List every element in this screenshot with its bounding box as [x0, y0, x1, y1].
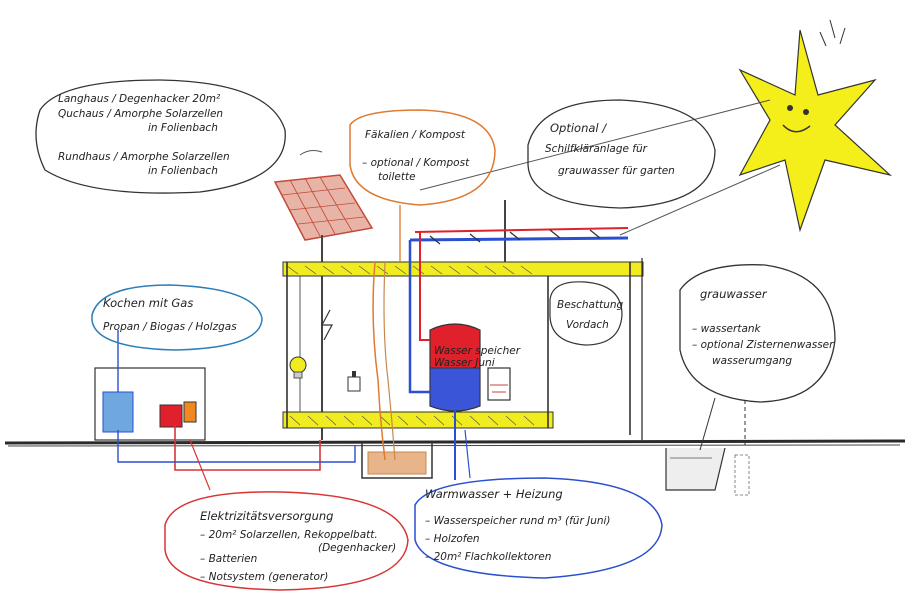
houses-bubble: Langhaus / Degenhacker 20m² Quchaus / Am… — [35, 79, 286, 194]
warmwater-line-1: – Wasserspeicher rund m³ (für Juni) — [425, 515, 611, 527]
leader-line — [189, 439, 211, 491]
houses-line-3: in Folienbach — [148, 122, 218, 134]
optional-bubble: Optional / Schilfkläranlage für grauwass… — [527, 99, 716, 209]
shading-line-1: Beschattung — [557, 299, 624, 311]
electricity-bubble: Elektrizitätsversorgung – 20m² Solarzell… — [164, 491, 409, 591]
houses-line-1: Langhaus / Degenhacker 20m² — [58, 93, 221, 105]
lightning-icon — [321, 309, 333, 341]
tank-label: Wasser speicher — [434, 345, 521, 357]
greywater-line-2: – optional Zisternenwasser — [692, 339, 834, 351]
compost-pit — [361, 261, 433, 479]
wood-stove-icon — [487, 367, 511, 401]
warmwater-line-3: – 20m² Flachkollektoren — [425, 551, 551, 563]
greywater-title: grauwasser — [700, 287, 768, 301]
compost-line-2: toilette — [378, 171, 416, 183]
house-structure — [282, 200, 644, 440]
shading-bubble: Beschattung Vordach — [549, 281, 624, 346]
tank-sub-label: Wasser Juni — [434, 357, 495, 369]
electricity-line-3: – Batterien — [200, 553, 257, 565]
optional-line-2: grauwasser für garten — [558, 165, 675, 177]
houses-line-4: Rundhaus / Amorphe Solarzellen — [58, 151, 230, 163]
warmwater-title: Warmwasser + Heizung — [425, 487, 563, 501]
compost-title: Fäkalien / Kompost — [365, 129, 466, 141]
water-line — [117, 430, 356, 463]
gas-cooking-unit — [94, 367, 206, 441]
leader-line — [464, 429, 471, 479]
greywater-line-3: wasserumgang — [712, 355, 792, 367]
sun-ray-line — [419, 99, 771, 191]
electricity-title: Elektrizitätsversorgung — [200, 509, 333, 523]
warmwater-bubble: Warmwasser + Heizung – Wasserspeicher ru… — [414, 477, 663, 579]
electricity-line-4: – Notsystem (generator) — [200, 571, 328, 583]
cooking-title: Kochen mit Gas — [103, 296, 193, 310]
light-bulb-icon — [289, 356, 307, 379]
shading-line-2: Vordach — [566, 319, 609, 331]
sun-icon — [738, 19, 893, 233]
warmwater-line-2: – Holzofen — [425, 533, 480, 545]
compost-bubble: Fäkalien / Kompost – optional / Kompost … — [349, 109, 496, 206]
electricity-line-1: – 20m² Solarzellen, Rekoppelbatt. — [200, 529, 378, 541]
houses-line-2: Quchaus / Amorphe Solarzellen — [58, 108, 223, 120]
houses-line-5: in Folienbach — [148, 165, 218, 177]
greywater-tank — [665, 447, 750, 496]
roof-collectors — [409, 227, 629, 245]
water-tank — [408, 232, 481, 480]
cooking-bubble: Kochen mit Gas Propan / Biogas / Holzgas — [91, 284, 263, 351]
optional-line-1: Schilfkläranlage für — [545, 143, 648, 155]
greywater-line-1: – wassertank — [692, 323, 762, 335]
battery-icon — [347, 371, 361, 392]
electricity-line-2: (Degenhacker) — [318, 542, 396, 554]
compost-line-1: – optional / Kompost — [362, 157, 470, 169]
greywater-bubble: grauwasser – wassertank – optional Ziste… — [679, 264, 836, 451]
power-line — [174, 425, 321, 471]
solar-panel-icon — [273, 150, 374, 440]
sun-ray-line — [619, 164, 781, 236]
optional-title: Optional / — [550, 121, 607, 135]
cooking-line-1: Propan / Biogas / Holzgas — [103, 321, 237, 333]
